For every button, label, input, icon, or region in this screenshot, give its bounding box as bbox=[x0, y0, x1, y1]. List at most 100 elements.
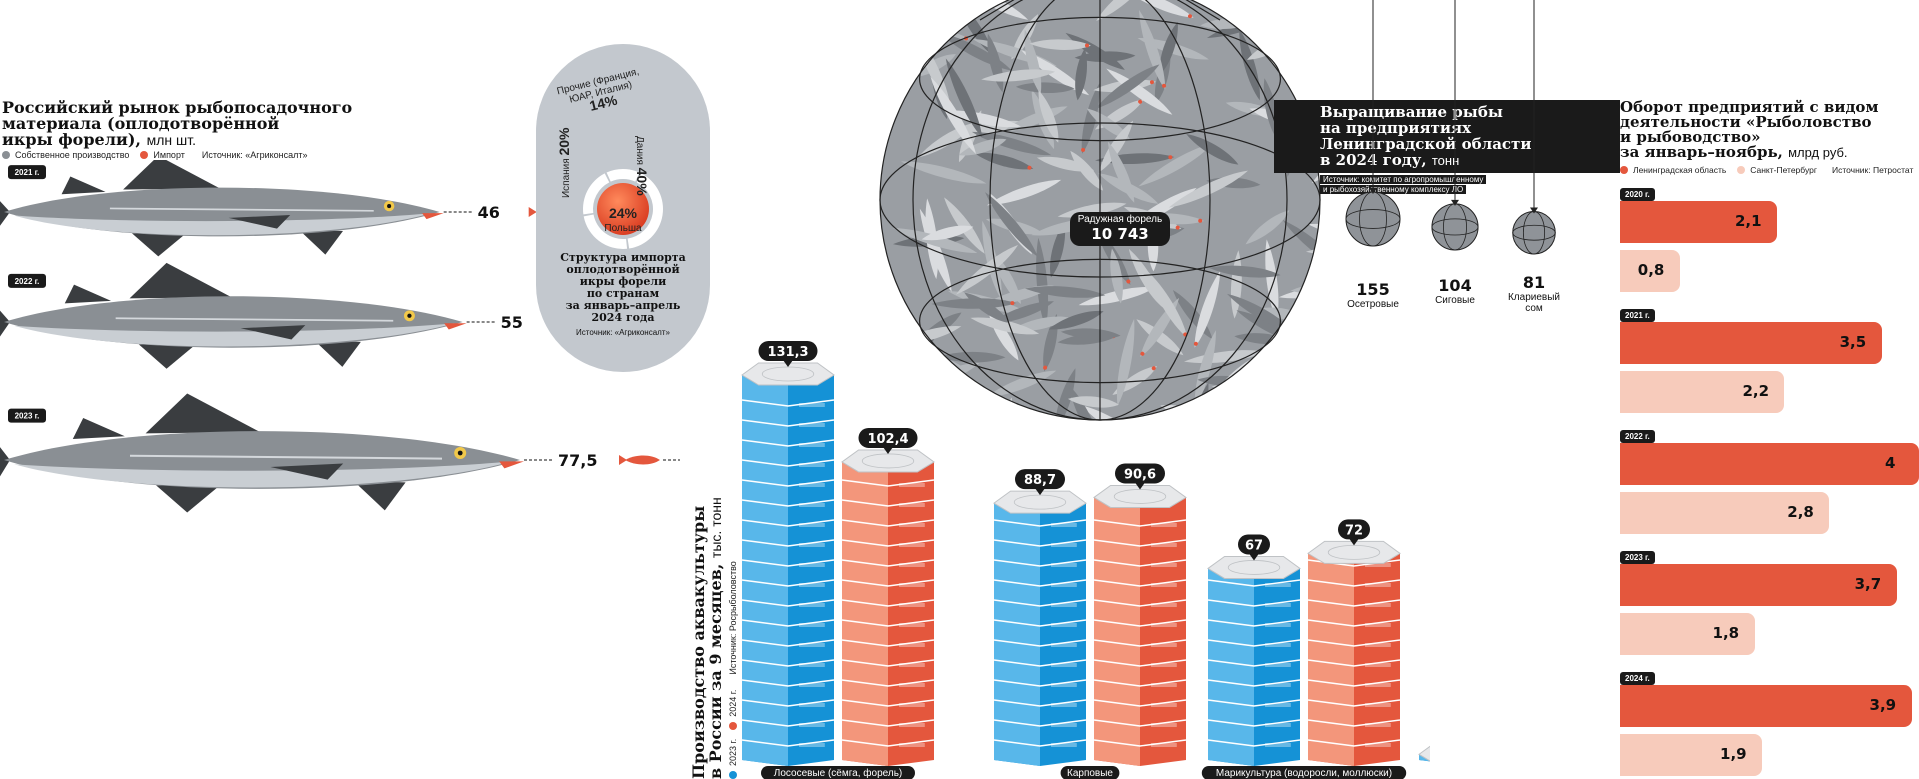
bar-disc-line bbox=[1093, 739, 1187, 747]
turnover-year-tag: 2024 г. bbox=[1620, 672, 1655, 685]
fish-chart-title-line1: Российский рынок рыбопосадочного bbox=[2, 98, 353, 117]
bar-disc-label bbox=[799, 463, 825, 467]
ball-fish bbox=[1209, 265, 1281, 278]
ball-fish-mouth bbox=[1027, 165, 1032, 170]
bar-disc-line bbox=[741, 639, 835, 647]
bar-disc-line bbox=[841, 719, 935, 727]
bar-disc-label bbox=[1265, 703, 1291, 707]
bar-value: 102,4 bbox=[867, 432, 908, 447]
bar-disc-label bbox=[1151, 543, 1177, 547]
ball-fish bbox=[1050, 222, 1066, 278]
bar-disc-label bbox=[799, 483, 825, 487]
category-label: Карповые bbox=[1060, 766, 1120, 779]
turnover-bar-lo bbox=[1620, 322, 1882, 364]
bar-disc-label bbox=[1265, 603, 1291, 607]
bar-disc-label bbox=[1265, 743, 1291, 747]
ball-fish bbox=[1293, 46, 1309, 95]
aquaculture-unit: тыс. тонн bbox=[708, 497, 724, 559]
bar-disc-label bbox=[1365, 563, 1391, 567]
bar-disc-line bbox=[1207, 679, 1301, 687]
ball-fish bbox=[1116, 318, 1135, 406]
small-net-ring bbox=[1431, 218, 1479, 236]
pie-title-line5: за январь–апрель bbox=[565, 299, 681, 312]
turnover-bar-lo bbox=[1620, 564, 1897, 606]
fish-dorsal-fin-small bbox=[72, 418, 125, 439]
bar-disc-line bbox=[741, 579, 835, 587]
fish-dorsal-fin-small bbox=[64, 284, 112, 304]
ball-fish bbox=[1106, 68, 1173, 115]
ball-fish bbox=[1048, 310, 1104, 330]
legend-import-dot bbox=[140, 151, 149, 159]
bar-disc-line bbox=[1207, 619, 1301, 627]
ball-fish bbox=[1021, 50, 1090, 96]
bar-disc-label bbox=[899, 703, 925, 707]
bar-disc-line bbox=[1093, 639, 1187, 647]
bar-disc-line bbox=[993, 639, 1087, 647]
turnover-year-tag: 2023 г. bbox=[1620, 551, 1655, 564]
bar-disc-label bbox=[1151, 723, 1177, 727]
bar-value: 88,7 bbox=[1024, 473, 1056, 488]
bar-disc-label bbox=[799, 663, 825, 667]
bar-disc-line bbox=[993, 599, 1087, 607]
ball-fish bbox=[1015, 82, 1075, 93]
ball-fish bbox=[1194, 270, 1221, 348]
ball-fish bbox=[939, 32, 1012, 71]
bar-disc-line bbox=[1307, 659, 1401, 667]
pie-slice bbox=[583, 214, 628, 249]
trout-net-ball-graphic bbox=[879, 0, 1321, 421]
bar-disc-label bbox=[799, 503, 825, 507]
ball-fish bbox=[1024, 286, 1106, 298]
turnover-bar-spb bbox=[1620, 492, 1830, 534]
bar-disc-label bbox=[1051, 743, 1077, 747]
bar-disc-line bbox=[741, 559, 835, 567]
bar-top-cap bbox=[1207, 555, 1301, 579]
ball-fish bbox=[1245, 210, 1290, 245]
category-label-bg bbox=[1060, 766, 1120, 779]
ball-fish bbox=[1024, 29, 1042, 95]
pie-source: Источник: «Агриконсалт» bbox=[576, 328, 670, 337]
bar-disc-line bbox=[1093, 539, 1187, 547]
fish-belly-fin bbox=[138, 344, 195, 369]
legend-import-label: Импорт bbox=[153, 150, 185, 160]
bar-disc-line bbox=[993, 659, 1087, 667]
ball-fish bbox=[1139, 9, 1166, 90]
ball-fish-mouth bbox=[1151, 366, 1156, 371]
bar-disc-line bbox=[1093, 599, 1187, 607]
fish-lateral-line bbox=[115, 317, 394, 322]
bar-top-cap bbox=[993, 490, 1087, 514]
turnover-bar-lo bbox=[1620, 443, 1919, 485]
aquaculture-source: Источник: Росрыболовство bbox=[728, 561, 738, 675]
fish-belly bbox=[14, 213, 432, 236]
fish-dorsal-fin bbox=[145, 393, 260, 434]
turnover-bar-spb bbox=[1620, 371, 1785, 413]
fish-pectoral-fin bbox=[228, 214, 291, 229]
ball-fish-mouth bbox=[1140, 351, 1145, 356]
net-value-sturgeon: 155 bbox=[1356, 280, 1390, 299]
bar-disc-line bbox=[1207, 659, 1301, 667]
legend-own-label: Собственное производство bbox=[15, 150, 130, 160]
import-fish-tail bbox=[619, 455, 627, 465]
bar-top-cap bbox=[741, 362, 835, 386]
small-net-ball bbox=[1431, 203, 1479, 251]
bar-2024: 90,6 bbox=[1093, 463, 1187, 766]
bar-disc-line bbox=[1307, 719, 1401, 727]
bar-disc-line bbox=[1093, 719, 1187, 727]
aquaculture-title-line2-wrap: в России за 9 месяцев, тыс. тонн bbox=[706, 497, 725, 779]
fish-chart-source: Источник: «Агриконсалт» bbox=[201, 150, 308, 160]
lo-source-line1: Источник: комитет по агропромышленному bbox=[1320, 175, 1487, 184]
pie-poland-text: Польша bbox=[604, 223, 642, 234]
bar-disc-label bbox=[799, 623, 825, 627]
ball-fish-mouth bbox=[1198, 218, 1203, 223]
ball-fish-mouth bbox=[1193, 341, 1198, 346]
bar-disc-line bbox=[1207, 599, 1301, 607]
small-net-knot bbox=[1451, 199, 1459, 206]
bar-disc-label bbox=[899, 563, 925, 567]
bar-disc-line bbox=[741, 659, 835, 667]
ball-fish bbox=[1121, 0, 1194, 18]
bar-disc-label bbox=[1265, 583, 1291, 587]
ball-fish-mouth bbox=[1010, 301, 1015, 306]
ball-fish bbox=[941, 110, 1021, 128]
bar-disc-label bbox=[1365, 643, 1391, 647]
bar-disc-label bbox=[1365, 603, 1391, 607]
